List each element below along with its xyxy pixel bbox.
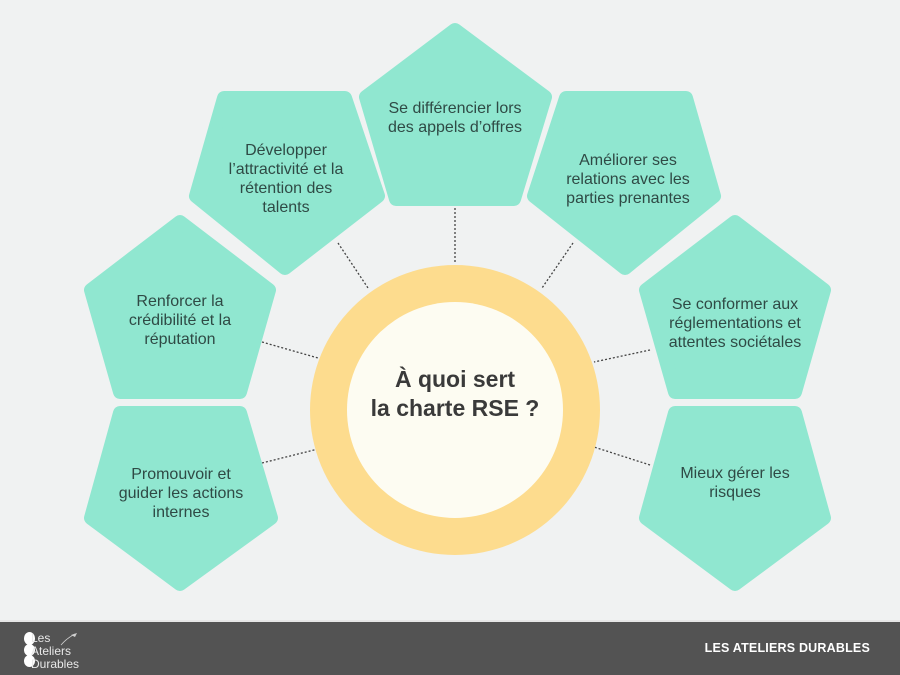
- benefit-text: Promouvoir et guider les actions interne…: [118, 465, 244, 521]
- brand-name: LES ATELIERS DURABLES: [704, 641, 870, 655]
- benefit-bottom-right: Mieux gérer les risques: [670, 463, 800, 503]
- connector-lines: [261, 208, 651, 466]
- logo: Les Ateliers Durables: [24, 628, 104, 672]
- benefit-text: Renforcer la crédibilité et la réputatio…: [128, 292, 232, 348]
- benefit-mid-left: Renforcer la crédibilité et la réputatio…: [112, 290, 248, 350]
- benefit-text: Se différencier lors des appels d’offres: [387, 100, 522, 136]
- benefit-top: Se différencier lors des appels d’offres: [375, 88, 535, 148]
- connector-top-right: [541, 242, 574, 289]
- pentagon-bottom-right: [639, 406, 831, 591]
- logo-mark-icon: [24, 632, 35, 645]
- center-disc: [347, 302, 563, 518]
- benefit-top-left: Développer l’attractivité et la rétentio…: [215, 140, 357, 218]
- pentagon-top-left: [189, 91, 385, 275]
- pentagon-top: [359, 23, 552, 206]
- pentagon-mid-left: [84, 215, 276, 399]
- connector-bottom-left: [261, 448, 319, 464]
- leaf-icon: [60, 633, 77, 646]
- benefit-text: Se conformer aux réglementations et atte…: [668, 295, 802, 351]
- benefit-text: Mieux gérer les risques: [680, 465, 790, 501]
- logo-line-2: Ateliers: [31, 644, 72, 658]
- benefit-mid-right: Se conformer aux réglementations et atte…: [655, 283, 815, 363]
- pentagon-bottom-left: [84, 406, 278, 591]
- center-title: À quoi sert la charte RSE ?: [355, 365, 555, 423]
- benefit-bottom-left: Promouvoir et guider les actions interne…: [118, 454, 244, 532]
- benefit-text: Développer l’attractivité et la rétentio…: [228, 142, 344, 216]
- center-title-line2: la charte RSE ?: [370, 395, 540, 421]
- logo-mark-icon: [24, 644, 35, 656]
- pentagon-mid-right: [639, 215, 831, 399]
- connector-bottom-right: [593, 446, 651, 466]
- center-title-line1: À quoi sert: [394, 366, 516, 392]
- connector-mid-right: [593, 349, 651, 363]
- connector-mid-left: [261, 341, 319, 359]
- logo-mark-icon: [24, 655, 35, 667]
- benefit-top-right: Améliorer ses relations avec les parties…: [553, 140, 703, 218]
- logo-line-3: Durables: [31, 657, 80, 671]
- logo-line-1: Les: [31, 631, 51, 645]
- connector-top-left: [337, 242, 369, 289]
- pentagon-top-right: [527, 91, 721, 275]
- diagram-canvas: [84, 23, 831, 591]
- benefit-text: Améliorer ses relations avec les parties…: [566, 151, 690, 207]
- footer: Les Ateliers Durables LES ATELIERS DURAB…: [0, 620, 900, 675]
